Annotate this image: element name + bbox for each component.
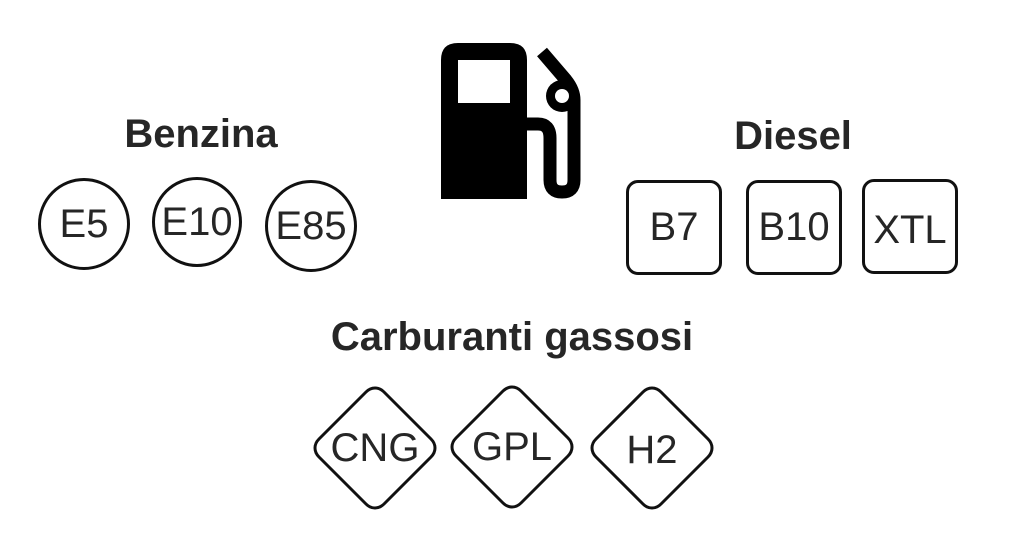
- diesel-heading: Diesel: [734, 114, 852, 158]
- fuel-pump-icon: [438, 40, 588, 207]
- fuel-label: E5: [59, 201, 109, 246]
- fuel-badge-b10: B10: [746, 180, 842, 275]
- fuel-badge-b7: B7: [626, 180, 722, 275]
- diamond-shape-icon: [450, 385, 574, 509]
- fuel-label: GPL: [471, 424, 553, 469]
- benzina-heading: Benzina: [124, 112, 278, 156]
- fuel-label: E10: [161, 199, 233, 244]
- fuel-label: B7: [649, 205, 699, 249]
- fuel-label: XTL: [873, 208, 947, 252]
- fuel-badge-e5: E5: [38, 178, 130, 270]
- fuel-badge-xtl: XTL: [862, 179, 958, 274]
- fuel-badge-e10: E10: [152, 177, 242, 267]
- diamond-shape-icon: [313, 386, 437, 510]
- gas-heading: Carburanti gassosi: [330, 315, 694, 359]
- fuel-badge-e85: E85: [265, 180, 357, 272]
- fuel-badge-gpl: GPL: [449, 384, 575, 510]
- fuel-badge-h2: H2: [589, 385, 715, 511]
- fuel-badge-cng: CNG: [312, 385, 438, 511]
- fuel-label: H2: [626, 427, 678, 472]
- fuel-label: E85: [275, 203, 347, 248]
- fuel-label: CNG: [330, 425, 420, 470]
- diamond-shape-icon: [590, 386, 714, 510]
- fuel-label: B10: [758, 205, 830, 249]
